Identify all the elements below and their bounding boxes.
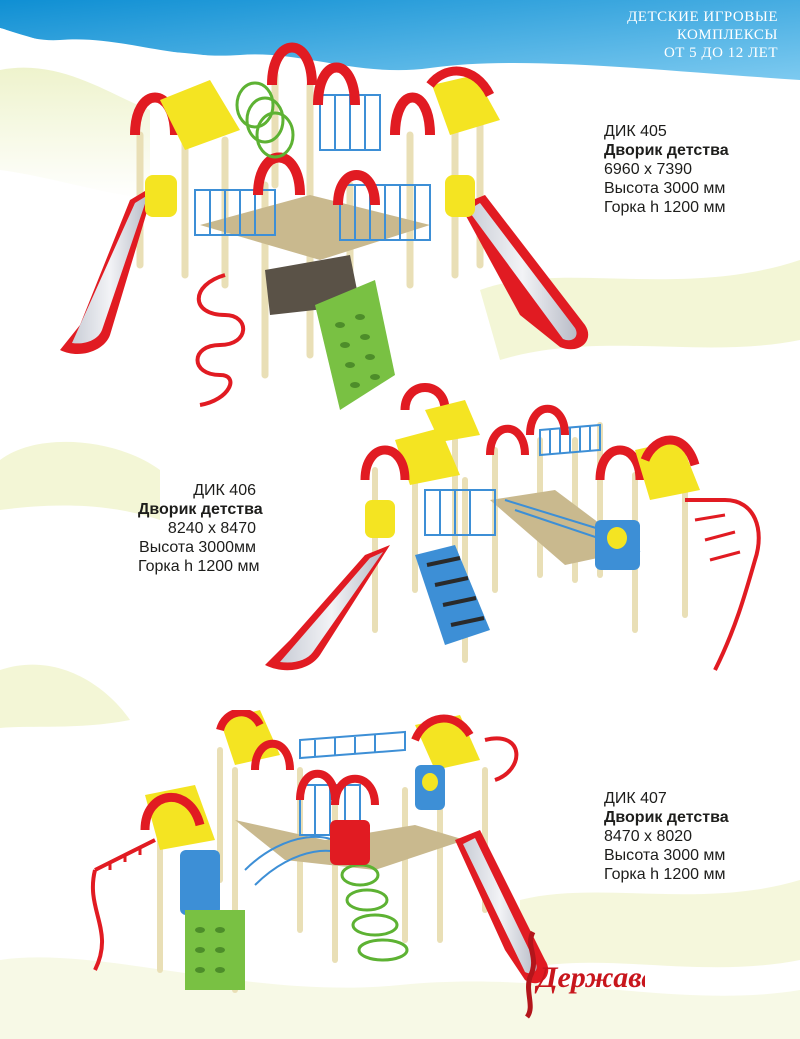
product-info-405: ДИК 405 Дворик детства 6960 х 7390 Высот… — [604, 122, 729, 217]
logo-flourish-icon — [524, 930, 537, 1019]
product-size: 6960 х 7390 — [604, 161, 693, 178]
playground-illustration-407 — [90, 710, 549, 993]
product-name: Дворик детства — [604, 142, 729, 159]
product-slide: Горка h 1200 мм — [604, 866, 726, 883]
product-height: Высота 3000мм — [139, 539, 256, 556]
product-slide: Горка h 1200 мм — [604, 199, 726, 216]
product-name: Дворик детства — [138, 501, 263, 518]
product-size: 8470 х 8020 — [604, 828, 693, 845]
product-info-406: ДИК 406 Дворик детства 8240 х 8470 Высот… — [138, 481, 263, 576]
product-size: 8240 х 8470 — [167, 520, 256, 537]
product-slide: Горка h 1200 мм — [138, 558, 260, 575]
product-info-407: ДИК 407 Дворик детства 8470 х 8020 Высот… — [604, 789, 729, 884]
page-title: ДЕТСКИЕ ИГРОВЫЕ КОМПЛЕКСЫ ОТ 5 ДО 12 ЛЕТ — [627, 8, 778, 62]
product-code: ДИК 405 — [604, 123, 667, 140]
product-height: Высота 3000 мм — [604, 847, 726, 864]
product-height: Высота 3000 мм — [604, 180, 726, 197]
logo-text: Держава — [534, 961, 645, 994]
title-line-2: КОМПЛЕКСЫ — [676, 27, 778, 43]
title-line-1: ДЕТСКИЕ ИГРОВЫЕ — [627, 9, 778, 25]
title-line-3: ОТ 5 ДО 12 ЛЕТ — [663, 45, 778, 61]
playground-illustration-406 — [265, 383, 761, 671]
playground-illustration-405 — [60, 42, 589, 410]
brand-logo: Держава — [524, 930, 645, 1019]
product-code: ДИК 407 — [604, 790, 667, 807]
product-code: ДИК 406 — [193, 482, 256, 499]
product-name: Дворик детства — [604, 809, 729, 826]
